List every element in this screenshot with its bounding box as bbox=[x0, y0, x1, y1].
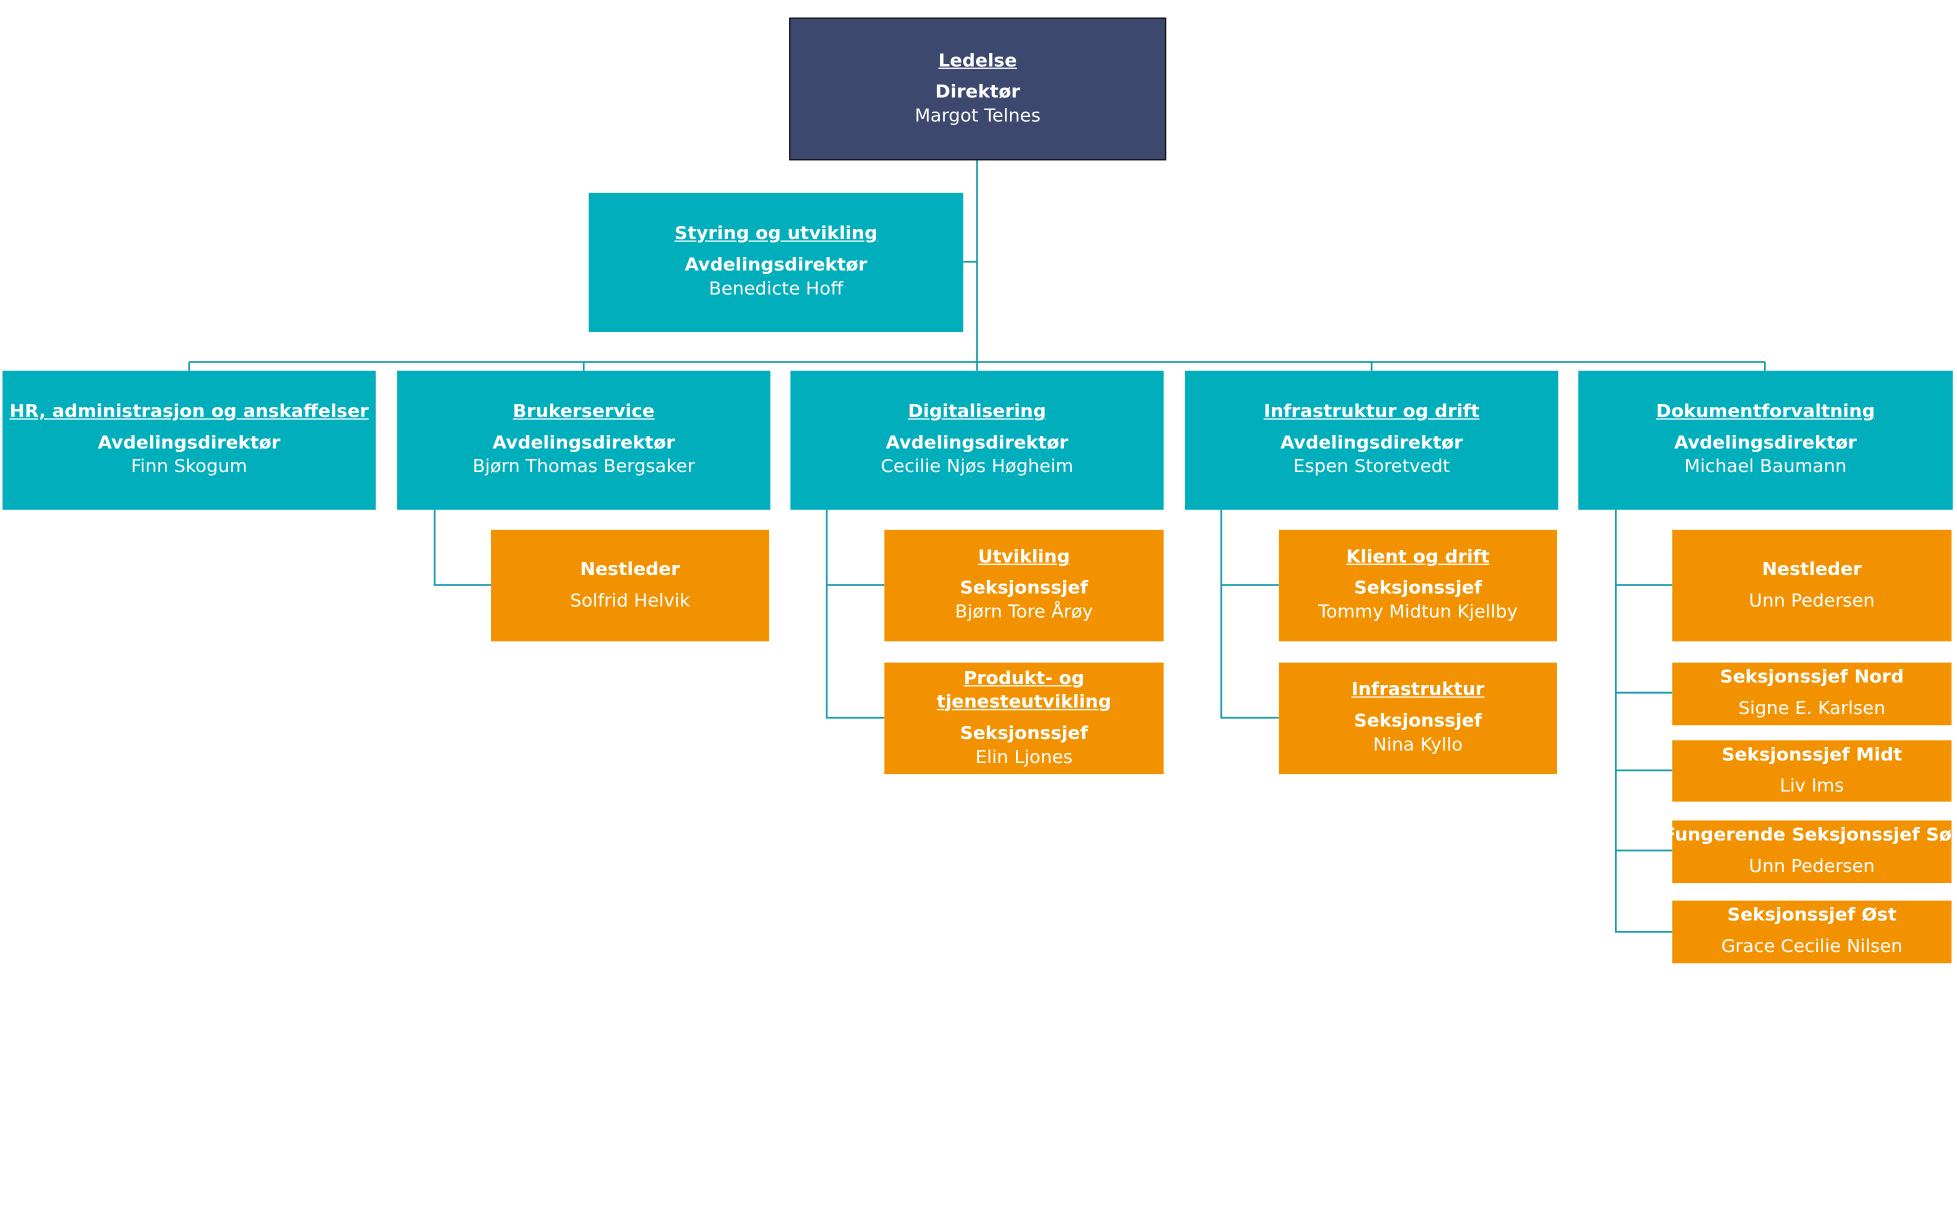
connector-lines bbox=[188, 160, 1766, 933]
node-person: Cecilie Njøs Høgheim bbox=[880, 457, 1074, 478]
node-dokumentforvaltning: Dokumentforvaltning Avdelingsdirektør Mi… bbox=[1578, 370, 1953, 510]
node-ledelse: Ledelse Direktør Margot Telnes bbox=[789, 17, 1167, 161]
node-role: Seksjonssjef Midt bbox=[1721, 744, 1903, 765]
node-role: Seksjonssjef Øst bbox=[1727, 905, 1897, 926]
node-role: Seksjonssjef Nord bbox=[1719, 667, 1904, 688]
node-brukerservice-nestleder: Nestleder Solfrid Helvik bbox=[491, 529, 770, 642]
node-role: Nestleder bbox=[1761, 559, 1862, 580]
node-person: Solfrid Helvik bbox=[570, 590, 691, 611]
connector-brukerservice-subs bbox=[433, 509, 492, 586]
node-role: Avdelingsdirektør bbox=[684, 255, 868, 276]
node-role: Seksjonssjef bbox=[960, 578, 1089, 599]
node-unit-name: Dokumentforvaltning bbox=[1656, 402, 1875, 423]
node-person: Tommy Midtun Kjellby bbox=[1318, 602, 1518, 623]
node-unit-name: Klient og drift bbox=[1346, 547, 1490, 568]
node-role: Direktør bbox=[935, 82, 1021, 103]
node-person: Signe E. Karlsen bbox=[1738, 698, 1886, 719]
node-person: Finn Skogum bbox=[131, 457, 248, 478]
connector-dokument-subs bbox=[1614, 509, 1673, 933]
node-unit-name: Utvikling bbox=[978, 547, 1070, 568]
node-role: Seksjonssjef bbox=[1353, 578, 1482, 599]
node-person: Liv Ims bbox=[1779, 775, 1844, 797]
node-seksjon-midt: Seksjonssjef Midt Liv Ims bbox=[1672, 740, 1952, 802]
node-brukerservice: Brukerservice Avdelingsdirektør Bjørn Th… bbox=[397, 370, 771, 510]
node-person: Elin Ljones bbox=[975, 747, 1073, 768]
node-person: Michael Baumann bbox=[1684, 457, 1847, 478]
node-utvikling: Utvikling Seksjonssjef Bjørn Tore Årøy bbox=[884, 529, 1164, 642]
node-role: Fungerende Seksjonssjef Sør bbox=[1663, 825, 1957, 846]
node-klient-og-drift: Klient og drift Seksjonssjef Tommy Midtu… bbox=[1278, 529, 1557, 642]
node-role: Avdelingsdirektør bbox=[885, 433, 1069, 454]
node-seksjon-nord: Seksjonssjef Nord Signe E. Karlsen bbox=[1672, 662, 1952, 726]
node-role: Avdelingsdirektør bbox=[1674, 433, 1857, 454]
node-unit-name: Infrastruktur bbox=[1351, 680, 1485, 701]
node-role: Avdelingsdirektør bbox=[97, 433, 281, 454]
node-produkt-og-tjenesteutvikling: Produkt- og tjenesteutvikling Seksjonssj… bbox=[884, 662, 1164, 775]
node-person: Nina Kyllo bbox=[1373, 735, 1463, 756]
node-role: Avdelingsdirektør bbox=[1280, 433, 1463, 454]
node-infrastruktur: Infrastruktur Seksjonssjef Nina Kyllo bbox=[1278, 662, 1557, 775]
node-person: Unn Pedersen bbox=[1748, 590, 1875, 611]
node-unit-name: Infrastruktur og drift bbox=[1263, 402, 1480, 423]
node-styring-og-utvikling: Styring og utvikling Avdelingsdirektør B… bbox=[588, 192, 964, 332]
node-infrastruktur-og-drift: Infrastruktur og drift Avdelingsdirektør… bbox=[1184, 370, 1559, 510]
node-role: Seksjonssjef bbox=[1353, 711, 1482, 732]
node-person: Benedicte Hoff bbox=[708, 279, 844, 300]
node-person: Espen Storetvedt bbox=[1293, 457, 1450, 478]
node-person: Margot Telnes bbox=[914, 105, 1041, 126]
node-person: Grace Cecilie Nilsen bbox=[1721, 936, 1903, 957]
node-role: Seksjonssjef bbox=[960, 723, 1089, 744]
node-person: Bjørn Thomas Bergsaker bbox=[472, 457, 695, 478]
node-unit-name: Digitalisering bbox=[907, 402, 1047, 423]
node-dokument-nestleder: Nestleder Unn Pedersen bbox=[1672, 529, 1952, 642]
node-seksjon-ost: Seksjonssjef Øst Grace Cecilie Nilsen bbox=[1672, 900, 1952, 964]
node-person: Bjørn Tore Årøy bbox=[955, 602, 1093, 623]
node-role: Avdelingsdirektør bbox=[492, 433, 675, 454]
node-unit-name: Produkt- og tjenesteutvikling bbox=[936, 668, 1112, 713]
node-unit-name: HR, administrasjon og anskaffelser bbox=[9, 402, 369, 423]
node-person: Unn Pedersen bbox=[1748, 856, 1875, 877]
node-role: Nestleder bbox=[580, 559, 680, 580]
node-unit-name: Styring og utvikling bbox=[674, 224, 878, 245]
node-hr: HR, administrasjon og anskaffelser Avdel… bbox=[2, 370, 376, 510]
connector-digitalisering-subs bbox=[825, 509, 885, 719]
node-digitalisering: Digitalisering Avdelingsdirektør Cecilie… bbox=[790, 370, 1164, 510]
node-unit-name: Brukerservice bbox=[512, 402, 655, 423]
node-unit-name: Ledelse bbox=[938, 50, 1017, 71]
connector-infrastruktur-subs bbox=[1220, 509, 1279, 719]
node-seksjon-sor: Fungerende Seksjonssjef Sør Unn Pedersen bbox=[1663, 820, 1957, 884]
